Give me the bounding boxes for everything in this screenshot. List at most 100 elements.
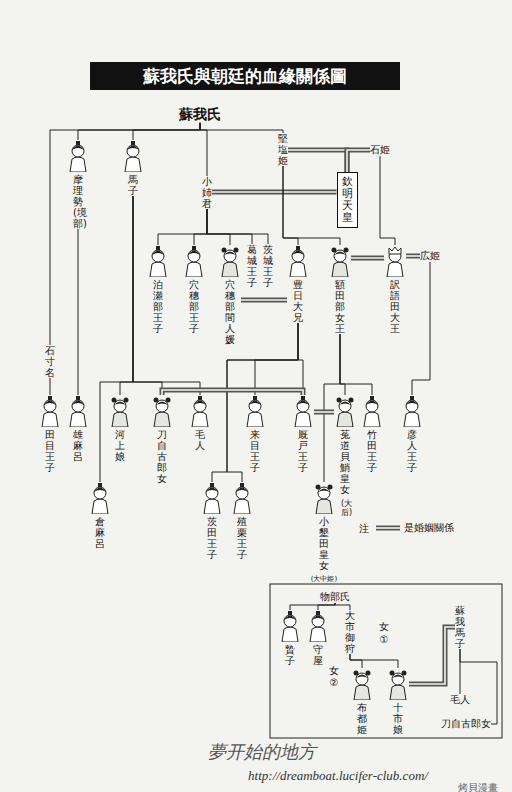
connector-stroke (298, 323, 303, 395)
connector-stroke (460, 649, 497, 724)
person-figure (109, 395, 131, 427)
person-figure (219, 245, 241, 277)
person-figure (244, 395, 266, 427)
person-name: 訳語田大王 (390, 279, 400, 334)
person-name: 布都姫 (357, 702, 367, 735)
descent-line (283, 166, 340, 245)
descent-line (298, 323, 303, 395)
name-label: 毛人 (450, 694, 470, 706)
connector-stroke (78, 229, 79, 395)
connector-stroke (158, 209, 207, 245)
connector-stroke (347, 150, 370, 172)
person-name: 小墾田皇女 (319, 516, 329, 571)
person-node: 毛人 (189, 395, 211, 451)
descent-line (340, 334, 372, 395)
name-label: 蘇我氏 (179, 106, 221, 123)
person-node: 贄子 (279, 610, 301, 666)
person-name: 十市娘 (393, 702, 403, 735)
descent-line (318, 603, 335, 610)
descent-line (200, 123, 283, 133)
person-name: 小姉君 (202, 176, 212, 209)
connector-stroke (314, 411, 334, 413)
connector-stroke (241, 299, 287, 301)
person-name: 泊瀬部王子 (153, 279, 163, 334)
descent-line (194, 209, 207, 245)
person-node: 竹田王子 (361, 395, 383, 473)
person-figure (361, 395, 383, 427)
connector-stroke (340, 334, 372, 395)
person-node: 小墾田皇女 (313, 482, 335, 571)
descent-line (412, 262, 430, 395)
connector-stroke (162, 390, 303, 395)
person-name: 馬子 (128, 174, 138, 196)
person-name: 河上娘 (115, 429, 125, 462)
person-name: 大市御狩 (345, 610, 355, 654)
note-label: 女 (329, 664, 339, 678)
person-name: 菟道貝鮹皇女 (340, 429, 350, 495)
person-figure (384, 245, 406, 277)
connector-stroke (347, 150, 370, 172)
connector-stroke (288, 150, 347, 172)
descent-line (120, 196, 133, 395)
marriage-line (314, 412, 334, 413)
person-name: 守屋 (313, 644, 323, 666)
person-figure (183, 245, 205, 277)
person-node: 雄麻呂 (67, 395, 89, 462)
descent-line (207, 209, 268, 244)
legend-sample (376, 523, 400, 533)
connector-stroke (350, 654, 398, 668)
person-node: 泊瀬部王子 (147, 245, 169, 334)
descent-line (350, 654, 362, 668)
descent-line (380, 156, 395, 245)
connector-stroke (409, 627, 455, 684)
descent-line (227, 323, 298, 482)
person-name: 堅塩姫 (278, 133, 288, 166)
connector-stroke (133, 196, 200, 395)
connector-stroke (412, 262, 430, 395)
descent-line (207, 209, 252, 244)
descent-line (207, 209, 230, 245)
person-figure (307, 610, 329, 642)
note-label: (大后) (341, 500, 349, 518)
person-name: 摩理勢(境部) (73, 174, 83, 229)
connector-stroke (406, 255, 420, 257)
person-node: 刀自古郎女 (151, 395, 173, 484)
person-figure (387, 668, 409, 700)
person-name: 穴穗部王子 (189, 279, 199, 334)
connector-stroke (255, 323, 298, 395)
person-name: 茨城王子 (263, 244, 273, 288)
person-name: 蘇我馬子 (455, 605, 465, 649)
person-name: 額田部女王 (335, 279, 345, 334)
note-label: 女 (379, 620, 389, 634)
person-name: 来目王子 (250, 429, 260, 473)
person-node: 訳語田大王 (384, 245, 406, 334)
descent-line (100, 196, 133, 482)
person-name: 物部氏 (320, 591, 350, 603)
person-name: 毛人 (195, 429, 205, 451)
person-figure (67, 395, 89, 427)
person-name: 倉麻呂 (95, 516, 105, 549)
connector-stroke (212, 191, 337, 193)
person-name: 穴穗部間人媛 (225, 279, 235, 345)
person-figure (89, 482, 111, 514)
person-figure (279, 610, 301, 642)
descent-line (133, 123, 200, 140)
person-figure (401, 395, 423, 427)
marriage-line (288, 150, 347, 172)
descent-line (212, 323, 298, 482)
connector-stroke (283, 166, 298, 245)
connector-stroke (200, 123, 207, 176)
legend-row: 是婚姻關係 (376, 521, 454, 535)
note-label: ② (330, 677, 339, 688)
descent-line (255, 323, 298, 395)
person-name: 広姫 (420, 250, 440, 262)
name-label: 堅塩姫 (278, 133, 288, 166)
person-figure (39, 395, 61, 427)
note-label: (大中姫) (311, 574, 337, 584)
watermark: 夢开始的地方 (208, 740, 316, 764)
connector-stroke (290, 603, 335, 610)
connector-stroke (212, 190, 337, 195)
descent-line (290, 603, 335, 610)
title-band: 蘇我氏與朝廷的血緣關係圖 (90, 62, 400, 90)
